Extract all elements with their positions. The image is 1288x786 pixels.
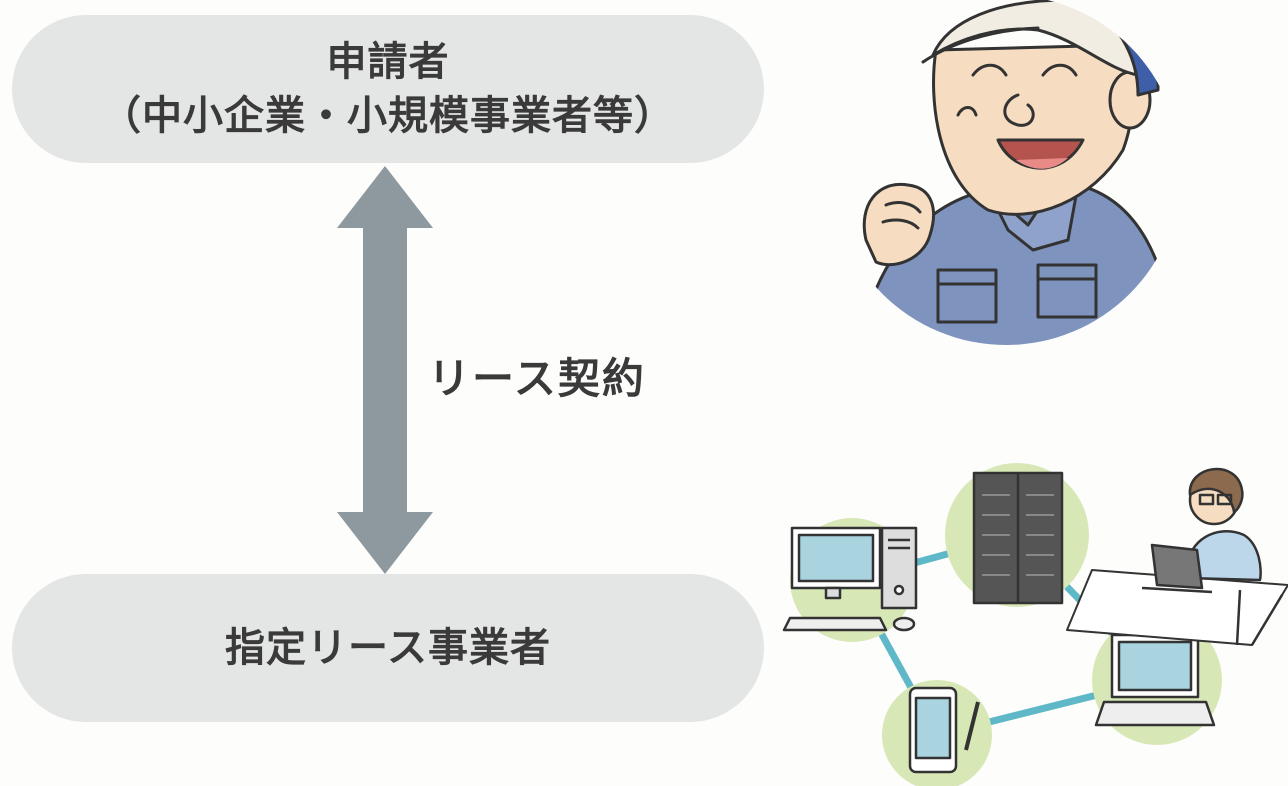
lessor-box: 指定リース事業者 [12,574,764,722]
double-arrow-icon [337,166,433,574]
it-network-illustration [782,463,1288,786]
applicant-title: 申請者 [326,39,450,85]
lessor-title: 指定リース事業者 [225,625,551,671]
smiling-worker-illustration [856,0,1168,345]
lease-contract-label: リース契約 [428,354,646,403]
applicant-subtitle: （中小企業・小規模事業者等） [101,93,675,139]
applicant-box: 申請者 （中小企業・小規模事業者等） [12,15,764,163]
